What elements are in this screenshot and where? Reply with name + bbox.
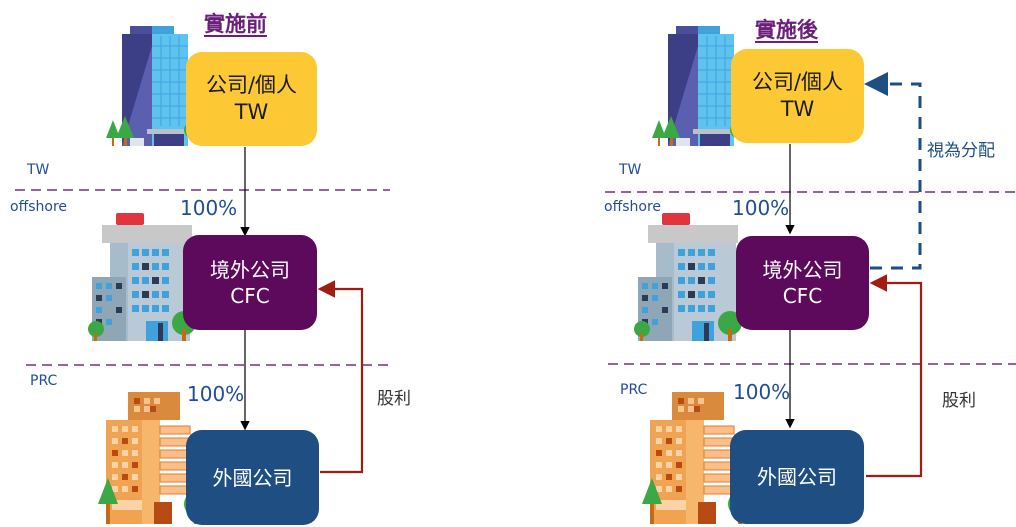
- dividend-arrow: [317, 280, 364, 474]
- tw-entity-sublabel: TW: [780, 97, 815, 121]
- tw-entity-box: 公司/個人 TW: [186, 52, 317, 146]
- ownership-percent: 100%: [180, 196, 238, 220]
- cfc-entity-label: 境外公司: [762, 258, 843, 282]
- tw-entity-box: 公司/個人 TW: [731, 49, 864, 143]
- ownership-percent: 100%: [732, 196, 790, 220]
- panel-title: 實施前: [204, 12, 267, 36]
- cfc-entity-label: 境外公司: [210, 257, 290, 282]
- tw-entity-label: 公司/個人: [751, 69, 844, 94]
- foreign-entity-box: 外國公司: [730, 430, 864, 524]
- cfc-entity-box: 境外公司 CFC: [736, 236, 869, 330]
- cfc-entity-sublabel: CFC: [230, 283, 270, 308]
- cfc-entity-sublabel: CFC: [782, 284, 823, 308]
- region-label-tw: TW: [619, 162, 642, 178]
- ownership-percent: 100%: [733, 380, 791, 404]
- deemed-distribution-label: 視為分配: [927, 141, 995, 161]
- foreign-entity-label: 外國公司: [212, 465, 293, 490]
- tw-entity-label: 公司/個人: [205, 72, 298, 97]
- region-label-offshore: offshore: [604, 199, 662, 215]
- panel-before-graphics: [15, 25, 390, 525]
- dividend-label: 股利: [377, 389, 411, 409]
- cfc-building-icon: [634, 213, 742, 341]
- region-label-prc: PRC: [620, 382, 648, 398]
- foreign-entity-label: 外國公司: [757, 465, 837, 489]
- dividend-arrow: [866, 274, 923, 478]
- deemed-distribution-arrow: [864, 72, 922, 270]
- dividend-label: 股利: [942, 391, 976, 411]
- region-label-offshore: offshore: [10, 199, 68, 215]
- cfc-entity-box: 境外公司 CFC: [183, 235, 317, 330]
- panel-title: 實施後: [755, 18, 818, 42]
- cfc-building-icon: [88, 213, 196, 341]
- panel-after-graphics: [605, 25, 1016, 525]
- foreign-entity-box: 外國公司: [186, 430, 319, 525]
- region-label-prc: PRC: [30, 373, 58, 389]
- tw-entity-sublabel: TW: [234, 100, 269, 124]
- region-label-tw: TW: [27, 162, 50, 178]
- ownership-percent: 100%: [187, 382, 245, 406]
